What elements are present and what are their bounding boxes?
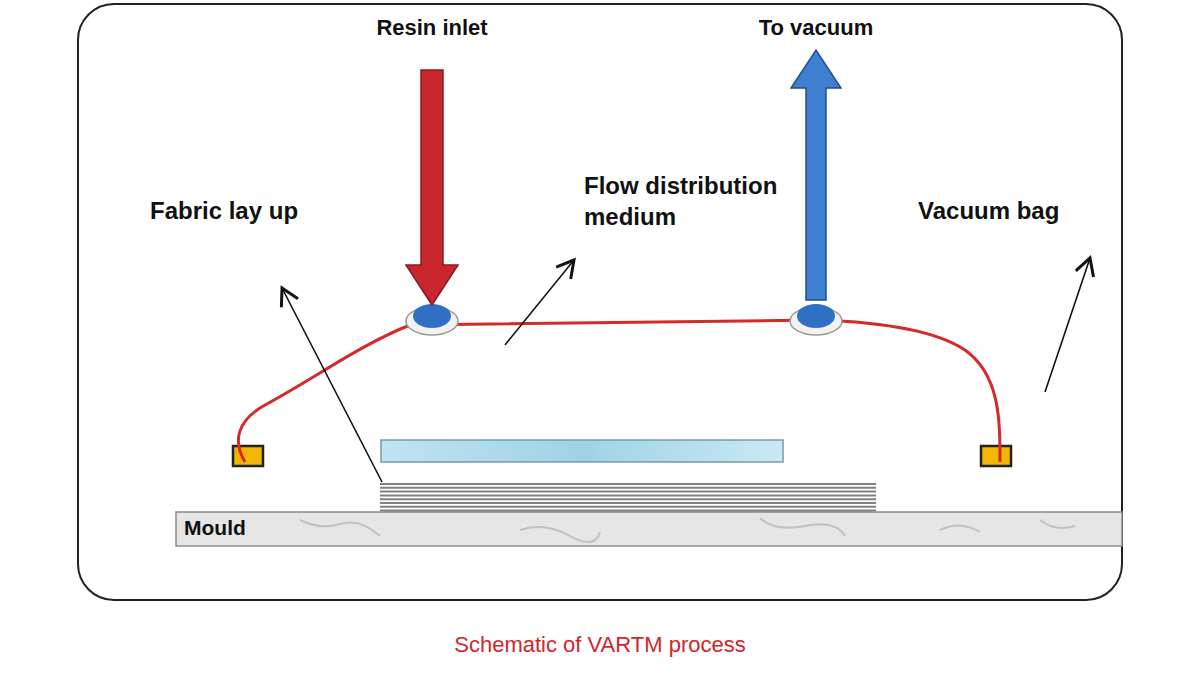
- vacuum-port: [797, 304, 835, 328]
- sealant-tape: [981, 446, 1011, 466]
- fabric-layer: [380, 498, 876, 500]
- fabric-layer: [380, 487, 876, 489]
- fabric-layer: [380, 502, 876, 504]
- fabric-layer: [380, 494, 876, 496]
- caption: Schematic of VARTM process: [454, 632, 745, 658]
- mould: Mould: [176, 512, 1122, 544]
- frame: [78, 4, 1122, 600]
- part-name: Mould: [184, 516, 1114, 540]
- leader-line: [282, 288, 382, 482]
- fabric-layers: [380, 484, 876, 511]
- vacuum-arrow: [791, 50, 841, 300]
- fabric-layer: [380, 510, 876, 512]
- vacuum-bag: [238, 320, 1000, 462]
- fabric-layer: [380, 483, 876, 485]
- fabric-layer: [380, 491, 876, 493]
- fabric-layer: [380, 506, 876, 508]
- bag-label: Vacuum bag: [918, 195, 1059, 226]
- resin-arrow: [406, 70, 458, 305]
- inlet-label: Resin inlet: [376, 14, 487, 43]
- leader-line: [505, 260, 574, 345]
- flow-medium: [381, 440, 783, 462]
- mould-body: [176, 512, 1122, 546]
- outlet-label: To vacuum: [759, 14, 874, 43]
- sealant-tape: [233, 446, 263, 466]
- medium-label: Flow distribution medium: [584, 170, 819, 232]
- leader-line: [1045, 258, 1090, 392]
- inlet-port: [413, 304, 451, 328]
- fabric-label: Fabric lay up: [150, 195, 298, 226]
- mould-texture: [300, 518, 1075, 542]
